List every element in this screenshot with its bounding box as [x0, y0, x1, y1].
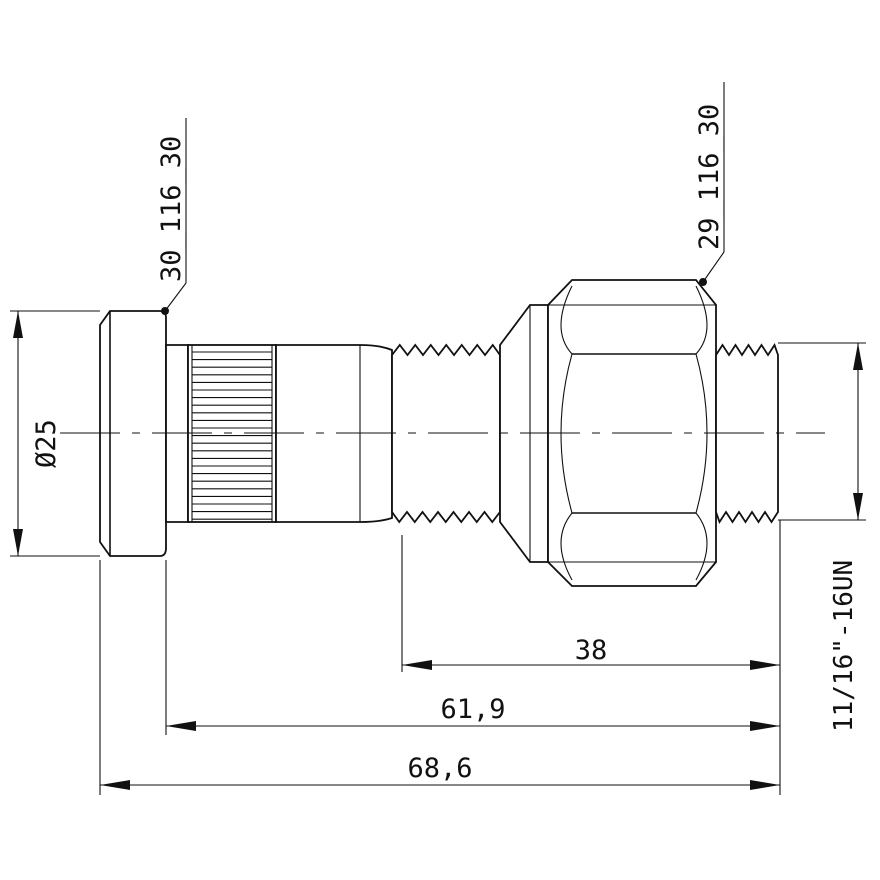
diameter-dimension: Ø25 — [10, 310, 100, 557]
overall-length-dimension: 68,6 — [100, 753, 780, 790]
thread-spec-dimension: 11/16"-16UN — [778, 342, 866, 732]
part-label-stud: 30_116_30 — [156, 118, 187, 315]
diameter-text: Ø25 — [31, 419, 62, 468]
shank-length-text: 61,9 — [440, 694, 505, 725]
part-label-nut-text: 29_116_30 — [694, 104, 725, 250]
thread-length-text: 38 — [575, 635, 608, 666]
knurl-pattern — [191, 345, 273, 522]
thread-spec-text: 11/16"-16UN — [829, 560, 859, 732]
part-label-stud-text: 30_116_30 — [156, 136, 187, 282]
shank-length-dimension: 61,9 — [166, 694, 780, 731]
overall-length-text: 68,6 — [407, 753, 472, 784]
thread-length-dimension: 38 — [402, 635, 780, 670]
length-dimensions: 38 61,9 68,6 — [99, 520, 781, 795]
part-label-nut: 29_116_30 — [694, 82, 725, 286]
